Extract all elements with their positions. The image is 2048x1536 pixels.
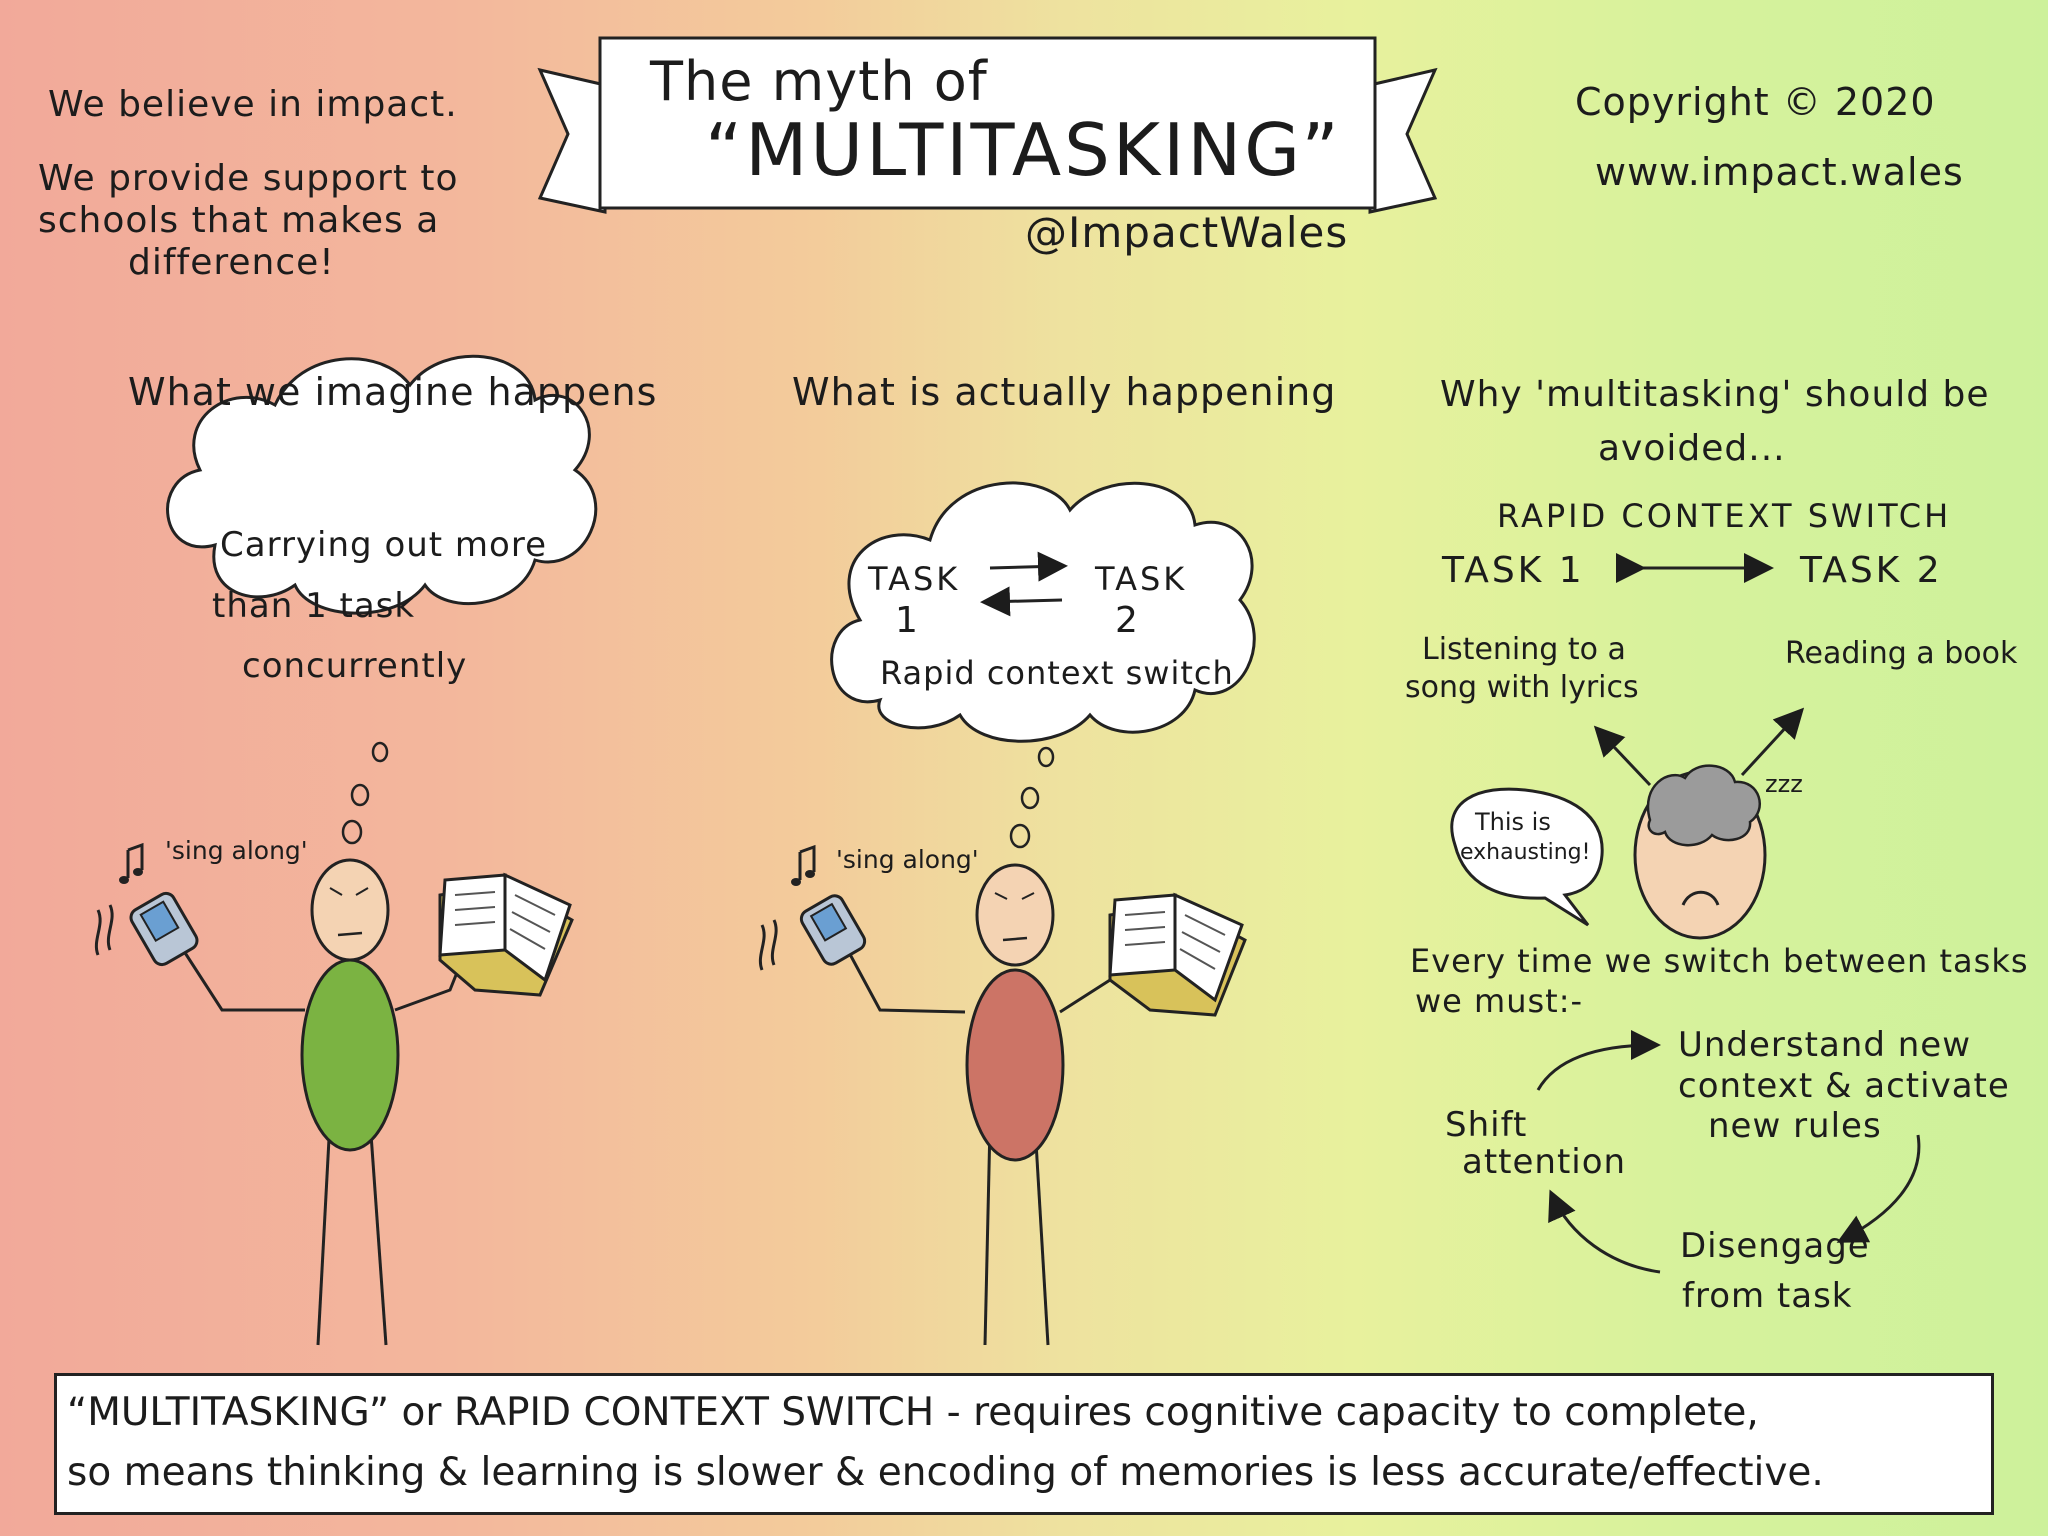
cycle-shift-1: Shift [1445, 1105, 1528, 1145]
cycle-shift-2: attention [1462, 1142, 1627, 1182]
zzz-label: zzz [1765, 770, 1803, 798]
music-note-icon-left [94, 842, 144, 956]
task1-label: TASK 1 [1442, 550, 1585, 591]
task2-label: TASK 2 [1800, 550, 1943, 591]
heading-actual: What is actually happening [792, 370, 1337, 414]
every-time-line-1: Every time we switch between tasks [1410, 942, 2029, 980]
cycle-understand-1: Understand new [1678, 1025, 1972, 1065]
every-time-line-2: we must:- [1415, 982, 1584, 1020]
task1-label-cloud: TASK [868, 560, 961, 598]
heading-imagine: What we imagine happens [128, 370, 658, 414]
task2-number-cloud: 2 [1115, 600, 1138, 641]
cycle-understand-2: context & activate [1678, 1066, 2010, 1106]
listening-line-1: Listening to a [1422, 632, 1626, 667]
music-note-icon-middle [758, 844, 816, 971]
copyright-text: Copyright © 2020 [1575, 80, 1936, 124]
tired-head [1633, 764, 1767, 940]
cycle-disengage-2: from task [1682, 1276, 1853, 1316]
book-icon-left [438, 872, 574, 997]
speech-line-1: This is [1475, 808, 1551, 836]
intro-line-1: We believe in impact. [48, 84, 458, 125]
phone-icon-middle [799, 894, 867, 966]
thought-line-2: than 1 task [212, 586, 416, 626]
summary-box: “MULTITASKING” or RAPID CONTEXT SWITCH -… [54, 1373, 1994, 1515]
task1-number-cloud: 1 [895, 600, 918, 641]
cycle-disengage-1: Disengage [1680, 1226, 1870, 1266]
figure-imagine [178, 858, 470, 1346]
summary-line-1: “MULTITASKING” or RAPID CONTEXT SWITCH -… [67, 1390, 1759, 1435]
phone-icon-left [129, 891, 199, 967]
thought-line-3: concurrently [242, 646, 468, 686]
sing-along-label-middle: 'sing along' [836, 845, 979, 874]
title-line-2: “MULTITASKING” [705, 108, 1342, 192]
arrows-from-head [1593, 707, 1805, 787]
figure-actual [843, 863, 1137, 1346]
summary-line-2: so means thinking & learning is slower &… [67, 1450, 1824, 1495]
task2-label-cloud: TASK [1095, 560, 1188, 598]
thought-cloud-imagine [166, 354, 598, 845]
sing-along-label-left: 'sing along' [165, 836, 308, 865]
heading-why-line-1: Why 'multitasking' should be [1440, 374, 1990, 415]
intro-line-3: schools that makes a [38, 200, 440, 241]
intro-line-2: We provide support to [38, 158, 459, 199]
intro-line-4: difference! [128, 242, 335, 283]
website-link[interactable]: www.impact.wales [1595, 150, 1964, 194]
reading-label: Reading a book [1785, 636, 2018, 671]
title-line-1: The myth of [650, 50, 988, 113]
cycle-arrows [1536, 1030, 1921, 1274]
heading-why-line-2: avoided... [1598, 428, 1786, 469]
title-banner [537, 36, 1438, 214]
speech-bubble [1450, 787, 1604, 927]
cloud-caption: Rapid context switch [880, 654, 1234, 692]
switch-title: RAPID CONTEXT SWITCH [1497, 497, 1952, 535]
speech-line-2: exhausting! [1460, 840, 1591, 865]
thought-cloud-actual [830, 481, 1256, 849]
listening-line-2: song with lyrics [1405, 670, 1639, 705]
cycle-understand-3: new rules [1708, 1106, 1882, 1146]
book-icon-middle [1108, 892, 1247, 1017]
twitter-handle: @ImpactWales [1025, 208, 1349, 257]
thought-line-1: Carrying out more [220, 525, 548, 565]
